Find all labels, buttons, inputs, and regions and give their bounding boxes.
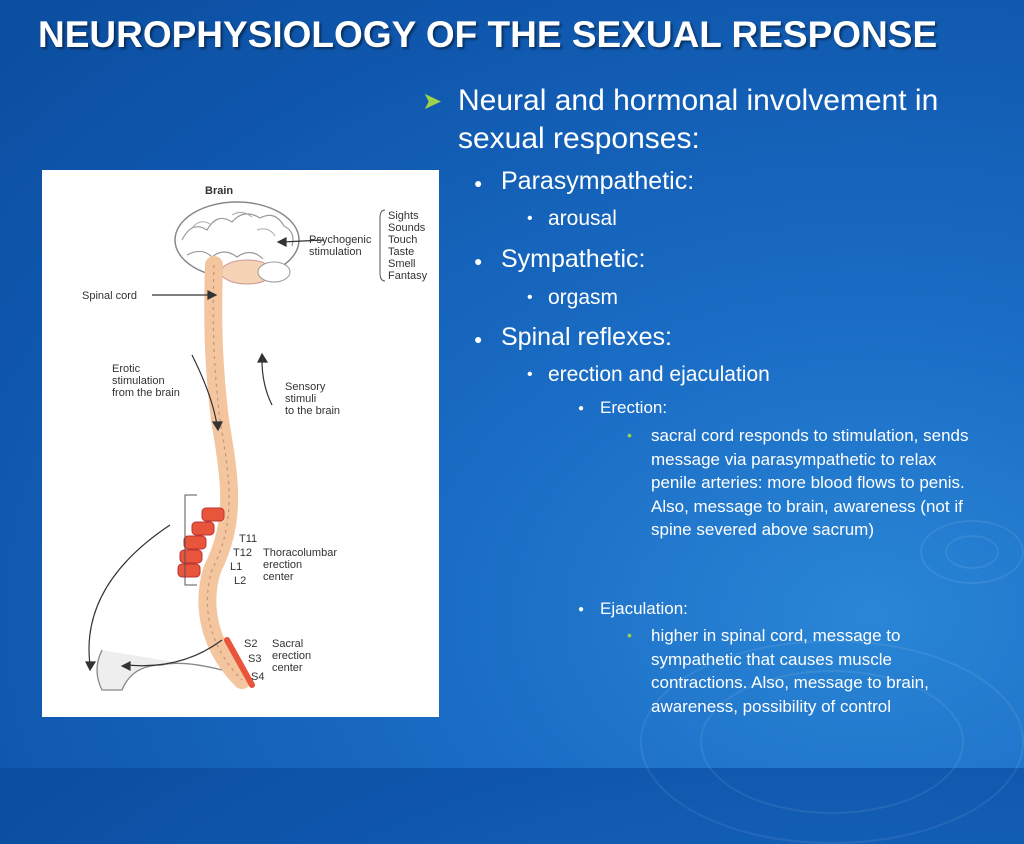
fig-label-vertebra: L2 <box>234 575 246 587</box>
spinal-cord-path <box>198 256 251 689</box>
fig-label-vertebra: T12 <box>233 547 252 559</box>
list-item-text: Sympathetic: <box>501 245 646 273</box>
ripple-decoration <box>920 520 1024 584</box>
fig-label-erotic: stimulation <box>112 375 165 387</box>
dot-bullet-icon: • <box>527 210 533 227</box>
pelvis-illustration <box>96 649 223 691</box>
fig-label-brain: Brain <box>205 185 233 197</box>
dot-bullet-icon: • <box>527 289 533 306</box>
ripple-decoration <box>945 535 999 569</box>
dot-bullet-icon: ● <box>474 253 483 269</box>
dot-bullet-icon: • <box>627 627 632 643</box>
dot-bullet-icon: ● <box>578 604 585 615</box>
fig-label-sense: Sights <box>388 210 419 222</box>
fig-label-thoracolumbar: center <box>263 571 294 583</box>
erection-label: Erection: <box>600 398 668 417</box>
fig-label-sacral: erection <box>272 650 311 662</box>
erection-detail-text: sacral cord responds to stimulation, sen… <box>651 426 969 540</box>
list-subitem-text: erection and ejaculation <box>548 363 770 386</box>
ejaculation-label: Ejaculation: <box>600 599 688 618</box>
fig-label-sacral: Sacral <box>272 638 303 650</box>
fig-label-erotic: Erotic <box>112 363 141 375</box>
fig-label-thoracolumbar: Thoracolumbar <box>263 547 337 559</box>
dot-bullet-icon: • <box>627 427 632 443</box>
dot-bullet-icon: ● <box>474 331 483 347</box>
fig-label-vertebra: S3 <box>248 653 261 665</box>
list-item-text: Parasympathetic: <box>501 167 695 195</box>
list-item-text: Spinal reflexes: <box>501 323 672 351</box>
fig-label-sensory: stimuli <box>285 393 316 405</box>
fig-label-sense: Touch <box>388 234 417 246</box>
fig-label-sense: Taste <box>388 246 414 258</box>
fig-label-psychogenic: stimulation <box>309 246 362 258</box>
fig-label-sense: Fantasy <box>388 270 428 282</box>
fig-label-sense: Smell <box>388 258 416 270</box>
fig-label-spinal-cord: Spinal cord <box>82 290 137 302</box>
list-subitem-text: arousal <box>548 207 617 230</box>
fig-label-thoracolumbar: erection <box>263 559 302 571</box>
spinal-diagram-svg: Brain Psychogenic stimulation Sights Sou… <box>82 185 428 691</box>
fig-label-vertebra: S2 <box>244 638 257 650</box>
fig-label-sense: Sounds <box>388 222 426 234</box>
fig-label-psychogenic: Psychogenic <box>309 234 372 246</box>
ejaculation-detail-text: higher in spinal cord, message to sympat… <box>651 626 929 716</box>
brain-illustration <box>174 201 300 285</box>
arrow-bullet-icon: ➤ <box>422 88 443 115</box>
fig-label-vertebra: S4 <box>251 671 264 683</box>
dot-bullet-icon: ● <box>578 403 585 414</box>
fig-label-sensory: to the brain <box>285 405 340 417</box>
fig-label-vertebra: T11 <box>239 533 257 545</box>
slide-title: NEUROPHYSIOLOGY OF THE SEXUAL RESPONSE <box>38 14 938 55</box>
heading-text: Neural and hormonal involvement in sexua… <box>458 84 939 155</box>
list-subitem-text: orgasm <box>548 286 619 309</box>
spinal-diagram: Brain Psychogenic stimulation Sights Sou… <box>42 170 439 717</box>
fig-label-sacral: center <box>272 662 303 674</box>
fig-label-erotic: from the brain <box>112 387 180 399</box>
dot-bullet-icon: ● <box>474 175 483 191</box>
dot-bullet-icon: • <box>527 366 533 383</box>
fig-label-sensory: Sensory <box>285 381 326 393</box>
fig-label-vertebra: L1 <box>230 561 242 573</box>
stimulation-arrows <box>85 237 325 672</box>
